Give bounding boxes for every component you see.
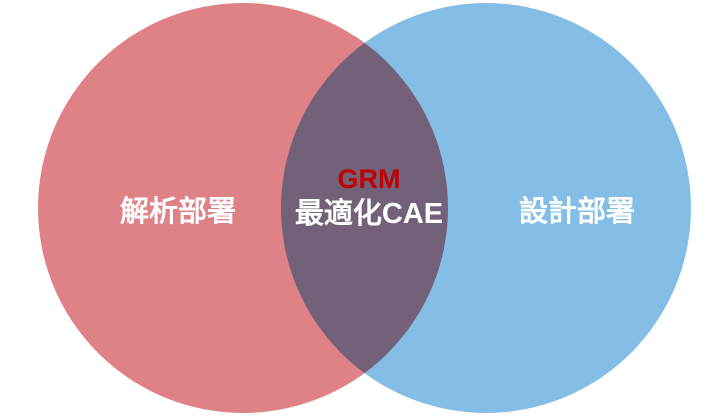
venn-label-left: 解析部署: [119, 196, 236, 228]
venn-intersection-title: GRM: [337, 164, 401, 194]
venn-circle-right: [281, 3, 691, 413]
venn-intersection-label-group: GRM 最適化CAE: [269, 163, 469, 232]
venn-intersection-subtitle: 最適化CAE: [294, 198, 444, 231]
venn-label-right: 設計部署: [518, 196, 635, 228]
